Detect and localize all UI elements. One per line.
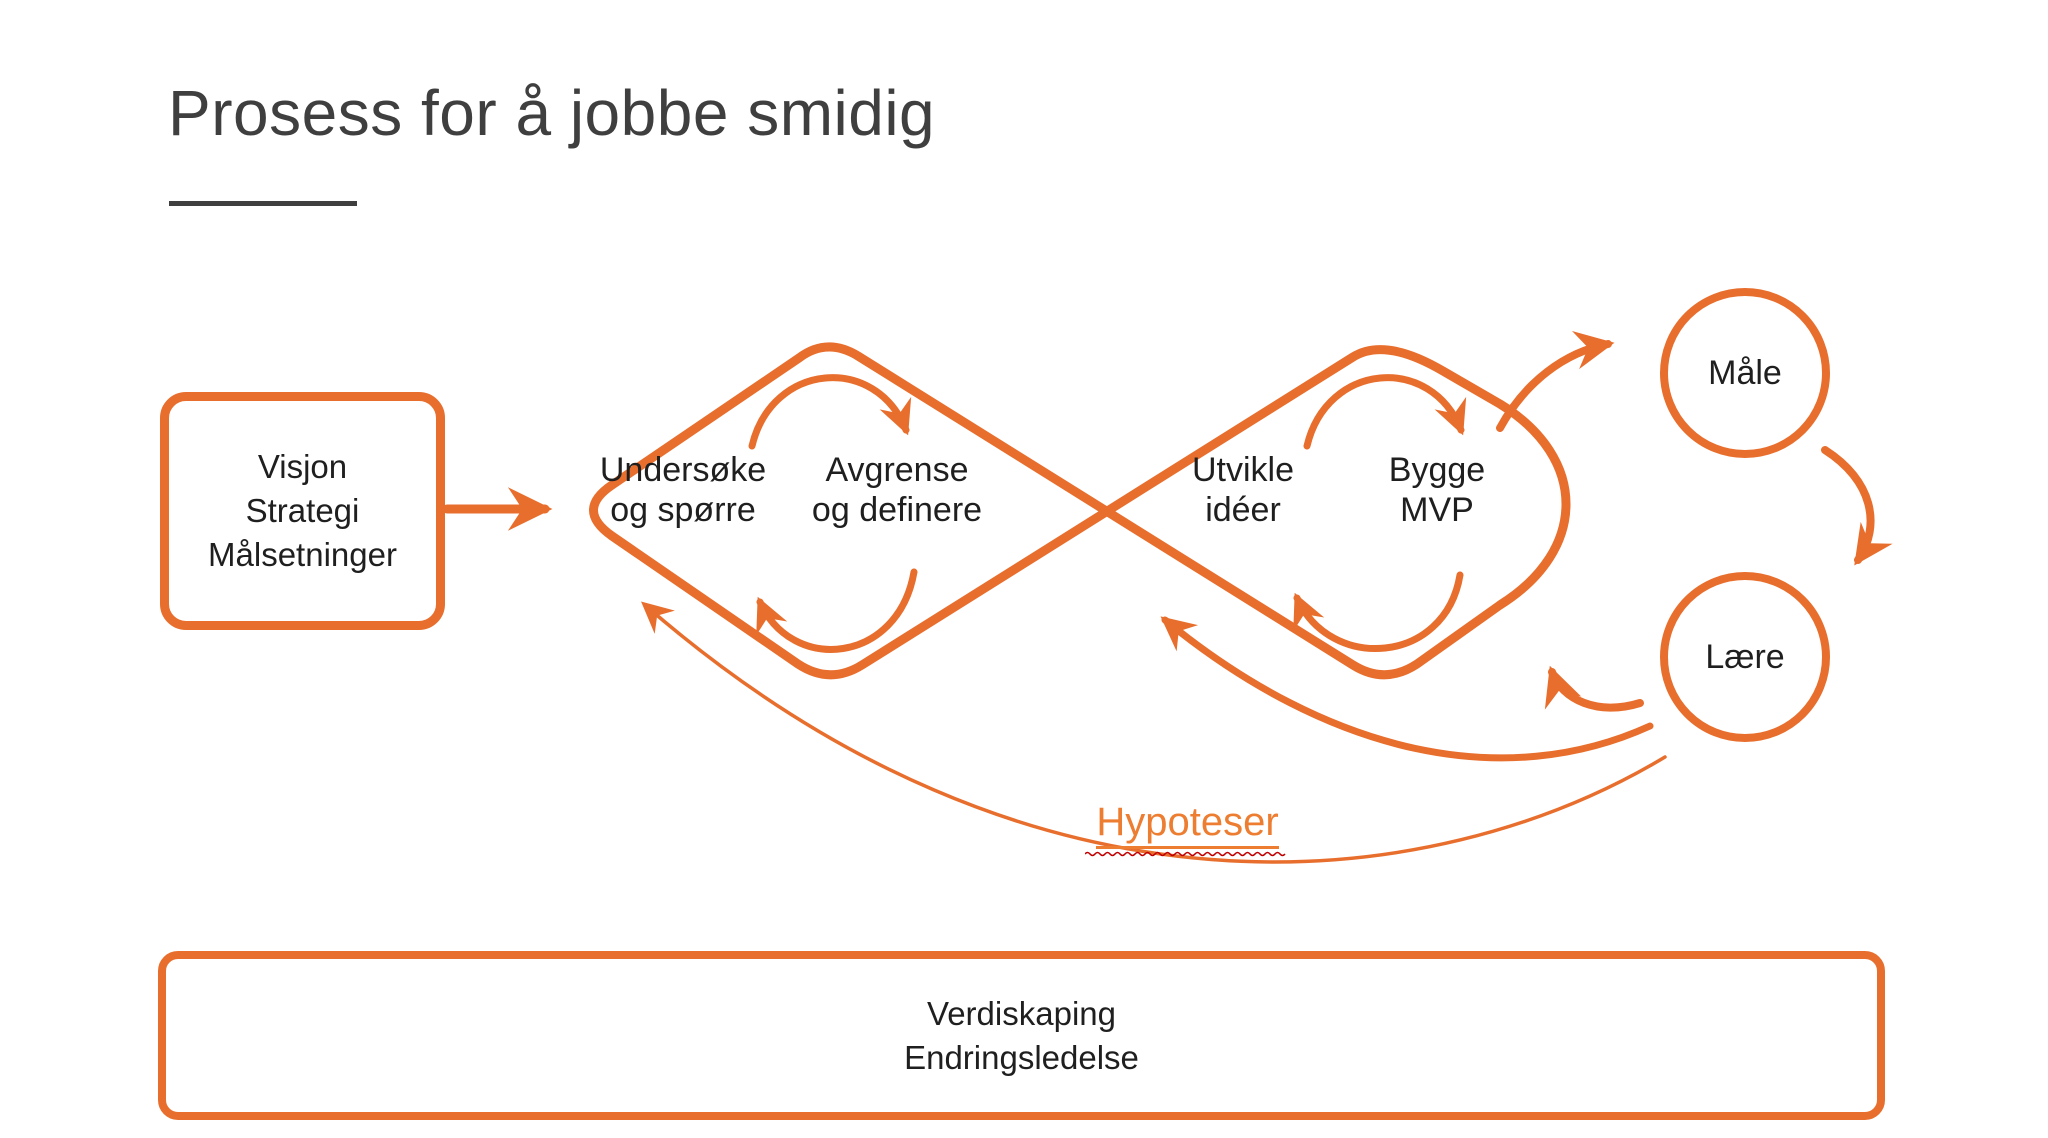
vision-strategy-box: Visjon Strategi Målsetninger <box>160 392 445 630</box>
diamond2-cycle-arrow-bottom <box>1293 571 1464 652</box>
laere-label: Lære <box>1705 637 1785 676</box>
page-title: Prosess for å jobbe smidig <box>168 77 936 149</box>
strategy-label: Strategi <box>245 492 360 529</box>
arrow-diamond2-to-male <box>1496 331 1615 432</box>
arrow-laere-to-crossing <box>1160 616 1654 762</box>
diamond2-phase2-label: Bygge MVP <box>1388 451 1486 529</box>
arrow-hypoteser-to-diamond1 <box>641 601 1667 864</box>
goals-label: Målsetninger <box>208 536 397 573</box>
spellcheck-squiggle-icon <box>1085 851 1286 857</box>
diamond1-cycle-arrow-top <box>748 374 912 450</box>
diamond2-phase1-label: Utvikle idéer <box>1191 451 1295 529</box>
diamond1-cycle-arrow-bottom <box>756 568 918 653</box>
hypoteser-label: Hypoteser <box>1096 800 1279 849</box>
laere-circle: Lære <box>1660 572 1830 742</box>
change-management-label: Endringsledelse <box>904 1038 1139 1076</box>
diamond1-phase2-label: Avgrense og definere <box>811 451 983 529</box>
arrow-male-to-laere <box>1821 446 1893 566</box>
vision-label: Visjon <box>257 448 348 485</box>
foundation-box: Verdiskaping Endringsledelse <box>158 951 1885 1120</box>
diamond2-cycle-arrow-top <box>1303 374 1467 450</box>
arrow-laere-to-diamond2 <box>1544 665 1644 712</box>
hypoteser-annotation: Hypoteser <box>1085 800 1290 857</box>
title-underline-bar <box>169 201 357 206</box>
male-label: Måle <box>1708 353 1782 392</box>
value-creation-label: Verdiskaping <box>927 994 1116 1032</box>
male-circle: Måle <box>1660 288 1830 458</box>
diamond1-phase1-label: Undersøke og spørre <box>599 451 767 529</box>
double-diamond-outline <box>589 342 1571 680</box>
